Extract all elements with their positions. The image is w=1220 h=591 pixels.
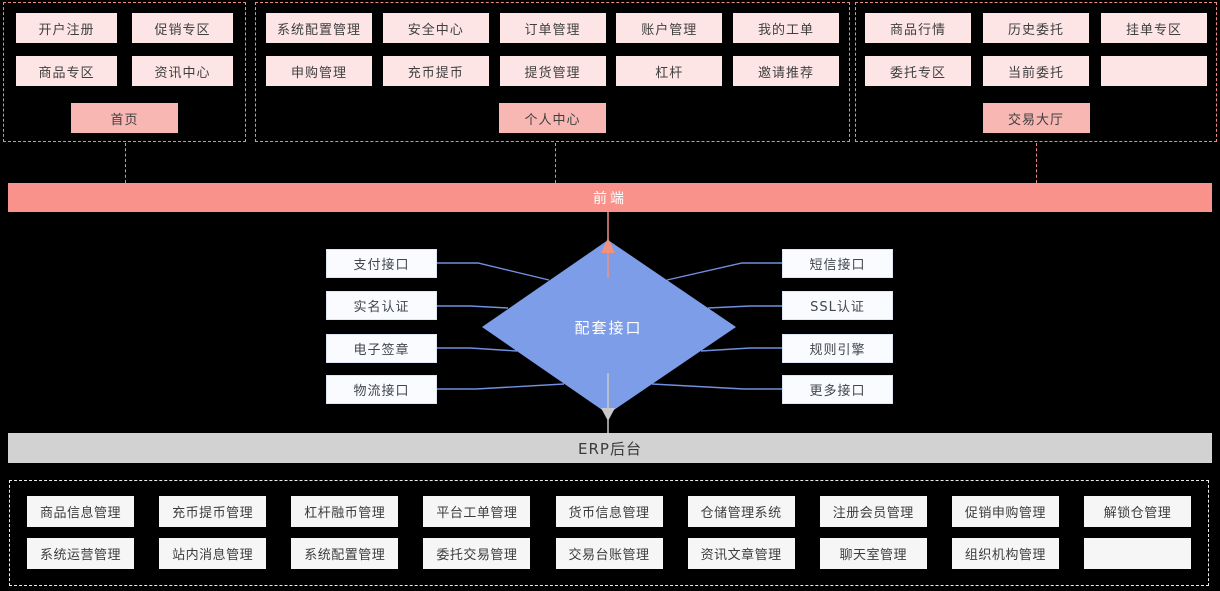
erp-modules-row: 商品信息管理 充币提币管理 杠杆融币管理 平台工单管理 货币信息管理 仓储管理系… — [10, 496, 1208, 527]
interface-node: 更多接口 — [782, 375, 893, 404]
erp-modules-row: 系统运营管理 站内消息管理 系统配置管理 委托交易管理 交易台账管理 资讯文章管… — [10, 538, 1208, 569]
frontend-node: 安全中心 — [382, 13, 489, 43]
interface-hub-graphic — [437, 212, 783, 433]
erp-module-node: 平台工单管理 — [423, 496, 531, 527]
arrow-down-icon — [601, 408, 615, 421]
frontend-node: 商品行情 — [865, 13, 971, 43]
frontend-group-home: 开户注册 促销专区 商品专区 资讯中心 首页 — [3, 2, 246, 142]
erp-module-node: 交易台账管理 — [555, 538, 663, 569]
erp-layer-label: ERP后台 — [578, 439, 642, 458]
group-row: 首页 — [4, 103, 245, 133]
group-row: 开户注册 促销专区 — [4, 13, 245, 43]
connector-dashed-line — [1036, 143, 1037, 183]
frontend-node: 历史委托 — [983, 13, 1089, 43]
frontend-node: 资讯中心 — [132, 56, 233, 86]
erp-module-node: 资讯文章管理 — [687, 538, 795, 569]
frontend-node: 促销专区 — [132, 13, 233, 43]
erp-module-node: 商品信息管理 — [27, 496, 134, 527]
frontend-node: 杠杆 — [616, 56, 723, 86]
frontend-node: 挂单专区 — [1101, 13, 1207, 43]
group-row: 商品专区 资讯中心 — [4, 56, 245, 86]
group-row: 交易大厅 — [856, 103, 1216, 133]
frontend-node: 我的工单 — [733, 13, 839, 43]
erp-module-node: 委托交易管理 — [423, 538, 531, 569]
connector-blue-lines — [437, 262, 783, 390]
erp-module-node: 系统配置管理 — [291, 538, 399, 569]
frontend-layer-label: 前端 — [593, 190, 627, 207]
arrow-up-icon — [601, 238, 615, 253]
frontend-node: 邀请推荐 — [733, 56, 839, 86]
interface-node: 电子签章 — [326, 334, 437, 363]
group-title-node-trading-hall: 交易大厅 — [982, 103, 1090, 133]
frontend-node: 系统配置管理 — [266, 13, 372, 43]
interface-node: 实名认证 — [326, 291, 437, 320]
interface-node: 短信接口 — [782, 249, 893, 278]
frontend-node: 提货管理 — [499, 56, 606, 86]
frontend-node: 申购管理 — [266, 56, 372, 86]
erp-module-node: 仓储管理系统 — [687, 496, 795, 527]
erp-module-node: 解锁仓管理 — [1084, 496, 1191, 527]
frontend-group-personal-center: 系统配置管理 安全中心 订单管理 账户管理 我的工单 申购管理 充币提币 提货管… — [255, 2, 850, 142]
group-row: 申购管理 充币提币 提货管理 杠杆 邀请推荐 — [256, 56, 849, 86]
frontend-node: 订单管理 — [499, 13, 606, 43]
group-title-node-personal-center: 个人中心 — [499, 103, 606, 133]
erp-module-node: 系统运营管理 — [27, 538, 134, 569]
interface-node: 物流接口 — [326, 375, 437, 404]
erp-module-node: 充币提币管理 — [159, 496, 267, 527]
connector-dashed-line — [555, 143, 556, 183]
frontend-node-empty — [1101, 56, 1207, 86]
erp-modules-panel: 商品信息管理 充币提币管理 杠杆融币管理 平台工单管理 货币信息管理 仓储管理系… — [9, 480, 1209, 586]
connector-dashed-line — [125, 143, 126, 183]
erp-module-node: 杠杆融币管理 — [291, 496, 399, 527]
interface-node: 支付接口 — [326, 249, 437, 278]
group-row: 个人中心 — [256, 103, 849, 133]
interface-node: 规则引擎 — [782, 334, 893, 363]
erp-module-node: 站内消息管理 — [159, 538, 267, 569]
frontend-group-trading-hall: 商品行情 历史委托 挂单专区 委托专区 当前委托 交易大厅 — [855, 2, 1217, 142]
interface-hub-label: 配套接口 — [574, 319, 643, 337]
frontend-node: 充币提币 — [382, 56, 489, 86]
erp-module-node: 促销申购管理 — [951, 496, 1059, 527]
group-row: 系统配置管理 安全中心 订单管理 账户管理 我的工单 — [256, 13, 849, 43]
erp-module-node-empty — [1084, 538, 1191, 569]
frontend-layer-bar: 前端 — [8, 183, 1212, 212]
frontend-node: 账户管理 — [616, 13, 723, 43]
frontend-node: 委托专区 — [865, 56, 971, 86]
frontend-node: 商品专区 — [16, 56, 117, 86]
group-row: 商品行情 历史委托 挂单专区 — [856, 13, 1216, 43]
erp-module-node: 聊天室管理 — [819, 538, 927, 569]
erp-module-node: 货币信息管理 — [555, 496, 663, 527]
erp-layer-bar: ERP后台 — [8, 433, 1212, 463]
erp-module-node: 注册会员管理 — [819, 496, 927, 527]
erp-module-node: 组织机构管理 — [951, 538, 1059, 569]
frontend-node: 当前委托 — [983, 56, 1089, 86]
group-row: 委托专区 当前委托 — [856, 56, 1216, 86]
interface-node: SSL认证 — [782, 291, 893, 320]
group-title-node-home: 首页 — [71, 103, 178, 133]
interface-hub-diamond — [482, 240, 736, 414]
frontend-node: 开户注册 — [16, 13, 117, 43]
